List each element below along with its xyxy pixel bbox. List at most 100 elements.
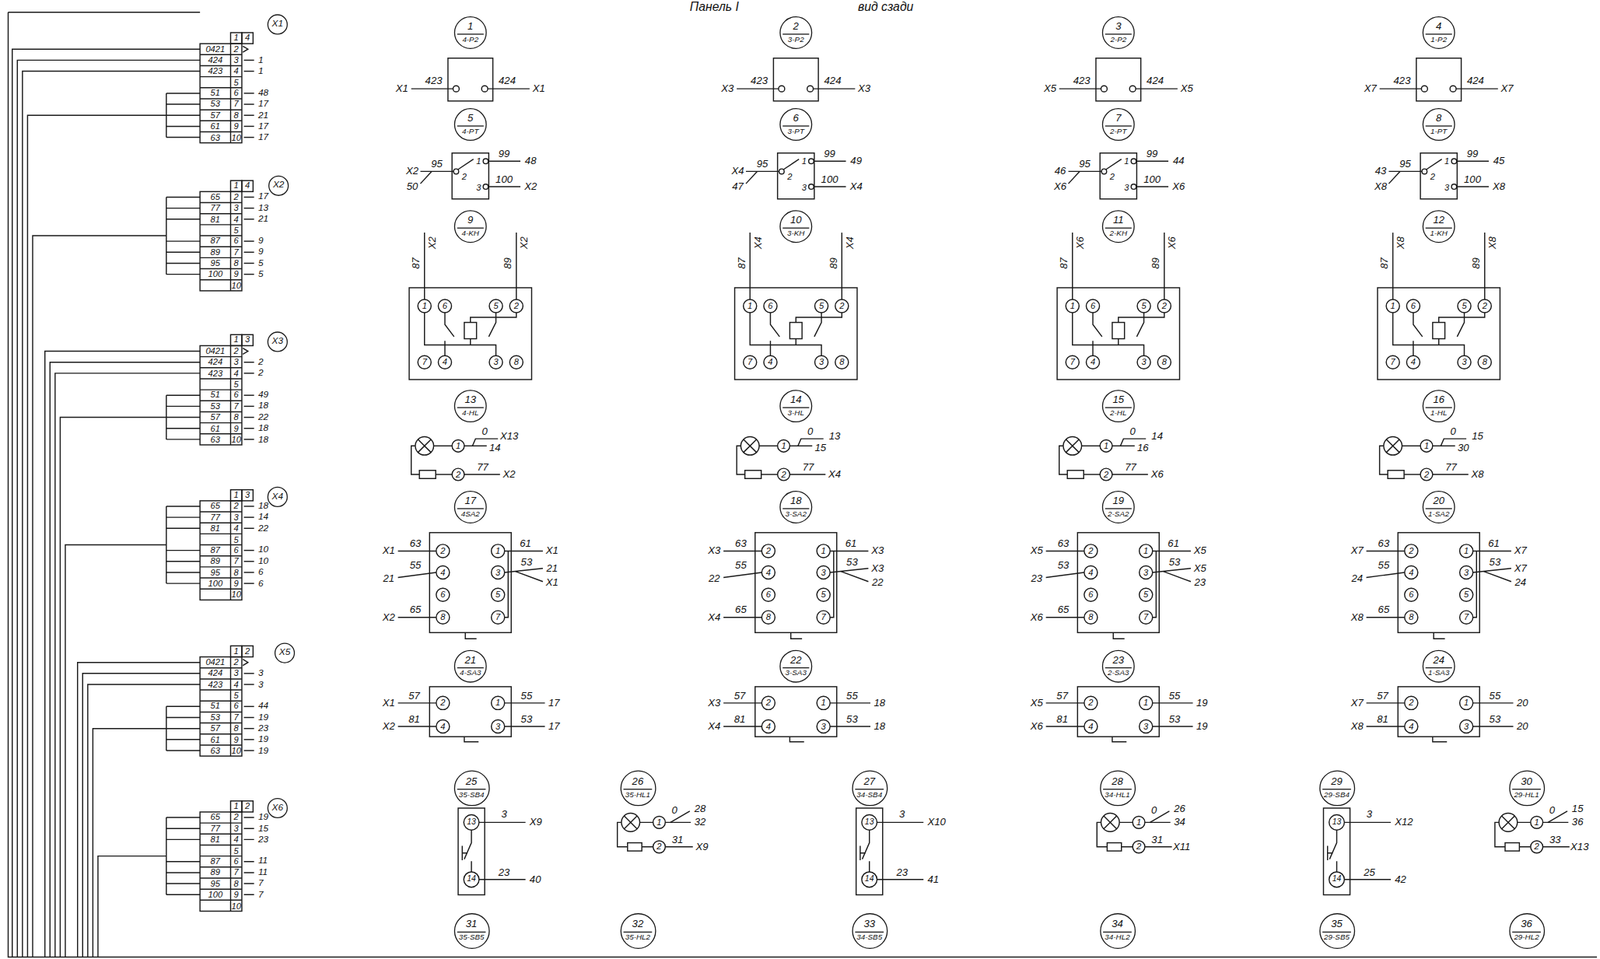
wire (1519, 846, 1530, 848)
wire (840, 571, 869, 582)
wire-destination: 5 (257, 269, 265, 280)
terminal-row (199, 257, 242, 259)
lead-dash (244, 749, 255, 751)
terminal-strip (199, 191, 242, 291)
device-designation: 4-SA3 (459, 668, 481, 677)
wire-number: X8 (1349, 721, 1365, 732)
pin-circle (1099, 468, 1113, 481)
bundle-wire (166, 571, 200, 573)
bundle-wire (166, 749, 200, 751)
pin-circle (1404, 544, 1418, 558)
callout-divider (457, 667, 484, 669)
wire (1517, 822, 1531, 823)
wire-destination: 10 (257, 546, 270, 556)
wire-number: 18 (872, 697, 886, 708)
pin-number: 5 (494, 590, 502, 599)
terminal-row (199, 689, 242, 690)
terminal-cell: 4 (232, 835, 240, 844)
callout-number: 11 (1113, 215, 1124, 227)
pin-number: 5 (819, 590, 827, 599)
pin-number: 1 (1533, 818, 1541, 827)
pin-circle (761, 565, 775, 579)
wire-number: 47 (731, 182, 745, 193)
pin-circle (861, 815, 878, 831)
coil (464, 322, 477, 340)
pin-number: 2 (439, 698, 447, 708)
wire-number: 57 (1375, 690, 1390, 701)
pin-number: 1 (1443, 157, 1451, 166)
pin-circle (1457, 299, 1471, 313)
terminal-row (199, 678, 242, 680)
lead-dash (244, 728, 255, 729)
callout-number: X2 (273, 181, 284, 191)
wire-number: X6 (1171, 182, 1187, 193)
pin-number: 2 (439, 546, 447, 556)
wire (1543, 846, 1571, 848)
internal-wire (444, 340, 445, 356)
contact (1106, 159, 1122, 170)
wire (1144, 846, 1173, 848)
wire-number: 55 (408, 560, 422, 571)
terminal-cell: 5 (232, 846, 240, 855)
terminal-row (199, 202, 242, 204)
pin-circle (743, 299, 757, 313)
wire (617, 822, 628, 847)
wire (813, 185, 846, 187)
wire (1344, 822, 1391, 823)
wire-number: X5 (1043, 84, 1058, 95)
pin-number: 3 (1123, 183, 1131, 193)
wire (504, 702, 546, 704)
callout-circle: 94-KH (454, 210, 487, 243)
terminal-cell: 9 (232, 890, 240, 900)
pin-circle (1132, 840, 1145, 854)
wire-number: X7 (1362, 84, 1378, 95)
callout-circle: 223-SA3 (779, 650, 813, 683)
wire (504, 568, 543, 573)
pin-circle (1459, 720, 1474, 734)
wire-destination: 2 (257, 357, 265, 368)
pin-number: 7 (746, 357, 754, 367)
wire-number: X3 (857, 84, 872, 95)
wire-number: 100 (1142, 174, 1163, 185)
wire-number: 21 (545, 563, 559, 574)
terminal-cell: 61 (209, 423, 221, 433)
terminal-cell: 1 (232, 33, 240, 43)
pin-number: 7 (420, 357, 428, 367)
terminal-cell: 81 (209, 835, 221, 844)
wire (435, 473, 452, 475)
lead-dash (244, 70, 255, 72)
wire-number: 61 (518, 539, 533, 550)
wire-number: 0 (1150, 805, 1159, 816)
lamp-symbol (415, 436, 435, 456)
wire-number: 53 (1487, 714, 1502, 725)
lead-dash (244, 549, 255, 551)
callout-divider (782, 125, 809, 127)
pin-circle (1084, 544, 1098, 558)
terminal-strip (199, 43, 242, 144)
wire-number: 55 (519, 690, 533, 701)
wire-number: X5 (1029, 546, 1045, 557)
pin-circle (816, 565, 830, 579)
wire-number: 22 (871, 577, 885, 589)
wire-number: 0 (1449, 426, 1457, 437)
device-designation: 4-P2 (462, 35, 479, 44)
contact (458, 159, 474, 170)
terminal-cell: 0421 (204, 346, 226, 356)
lamp-symbol (1065, 439, 1079, 453)
terminal-cell: 87 (209, 546, 221, 555)
callout-divider (1105, 227, 1132, 228)
callout-number: 7 (1115, 113, 1121, 125)
wire-number: X4 (848, 182, 864, 193)
wire (723, 702, 762, 704)
switch-tab (1432, 736, 1447, 743)
wire-number: 53 (1167, 714, 1181, 725)
callout-number: 3 (1115, 21, 1121, 33)
device-designation: 1-HL (1430, 409, 1447, 417)
callout-number: X5 (279, 647, 291, 658)
wire-number: X1 (395, 84, 410, 95)
wire-destination: 14 (257, 512, 270, 522)
pin-circle (1530, 815, 1544, 829)
pin-number: 3 (1443, 183, 1451, 193)
wire (411, 87, 454, 89)
jumper (504, 550, 509, 617)
